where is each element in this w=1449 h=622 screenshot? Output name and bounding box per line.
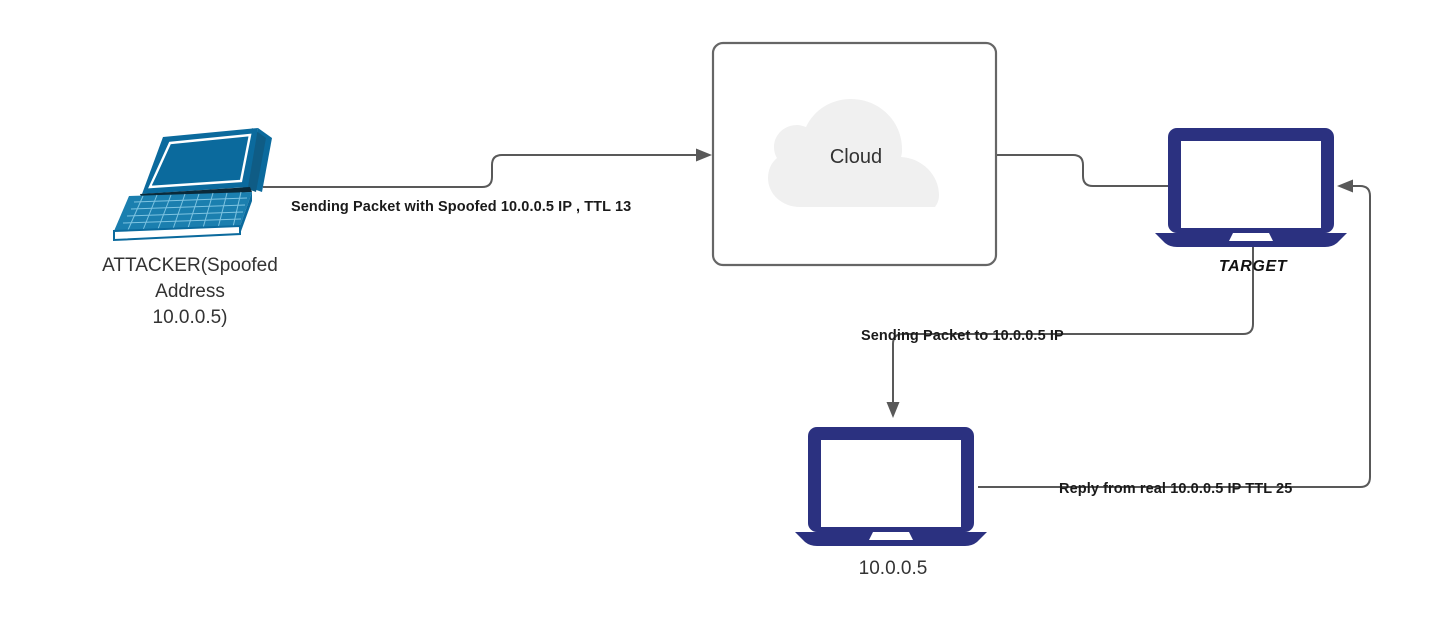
edge-victim-to-target[interactable] — [978, 179, 1371, 488]
target-label: TARGET — [1219, 258, 1288, 275]
edge-victim-to-target-line — [978, 185, 1371, 488]
edge-attacker-to-cloud-line — [263, 154, 700, 188]
edge-target-to-victim[interactable] — [886, 243, 1254, 418]
attacker-label-line3: 10.0.0.5) — [153, 307, 228, 328]
arrowhead-into-victim — [886, 402, 900, 418]
edge-label-target-to-victim: Sending Packet to 10.0.0.5 IP — [861, 328, 1064, 344]
edge-attacker-to-cloud[interactable] — [263, 148, 712, 188]
cloud-icon — [768, 99, 939, 207]
target-laptop-icon[interactable] — [1155, 128, 1347, 247]
victim-laptop-icon[interactable] — [795, 427, 987, 546]
arrowhead-into-cloud — [696, 148, 712, 162]
victim-label: 10.0.0.5 — [859, 558, 928, 579]
edge-cloud-to-target[interactable] — [996, 154, 1168, 187]
edge-cloud-to-target-line — [996, 154, 1168, 187]
edge-label-attacker-to-cloud: Sending Packet with Spoofed 10.0.0.5 IP … — [291, 199, 631, 215]
cloud-node[interactable]: Cloud — [711, 41, 998, 267]
attacker-laptop-icon — [113, 128, 272, 242]
edge-label-victim-to-target: Reply from real 10.0.0.5 IP TTL 25 — [1059, 481, 1292, 497]
attacker-label-line1: ATTACKER(Spoofed — [102, 255, 278, 276]
edge-target-to-victim-line — [892, 243, 1254, 405]
attacker-label-line2: Address — [155, 281, 225, 302]
arrowhead-into-target — [1337, 179, 1353, 193]
cloud-label: Cloud — [830, 146, 882, 168]
